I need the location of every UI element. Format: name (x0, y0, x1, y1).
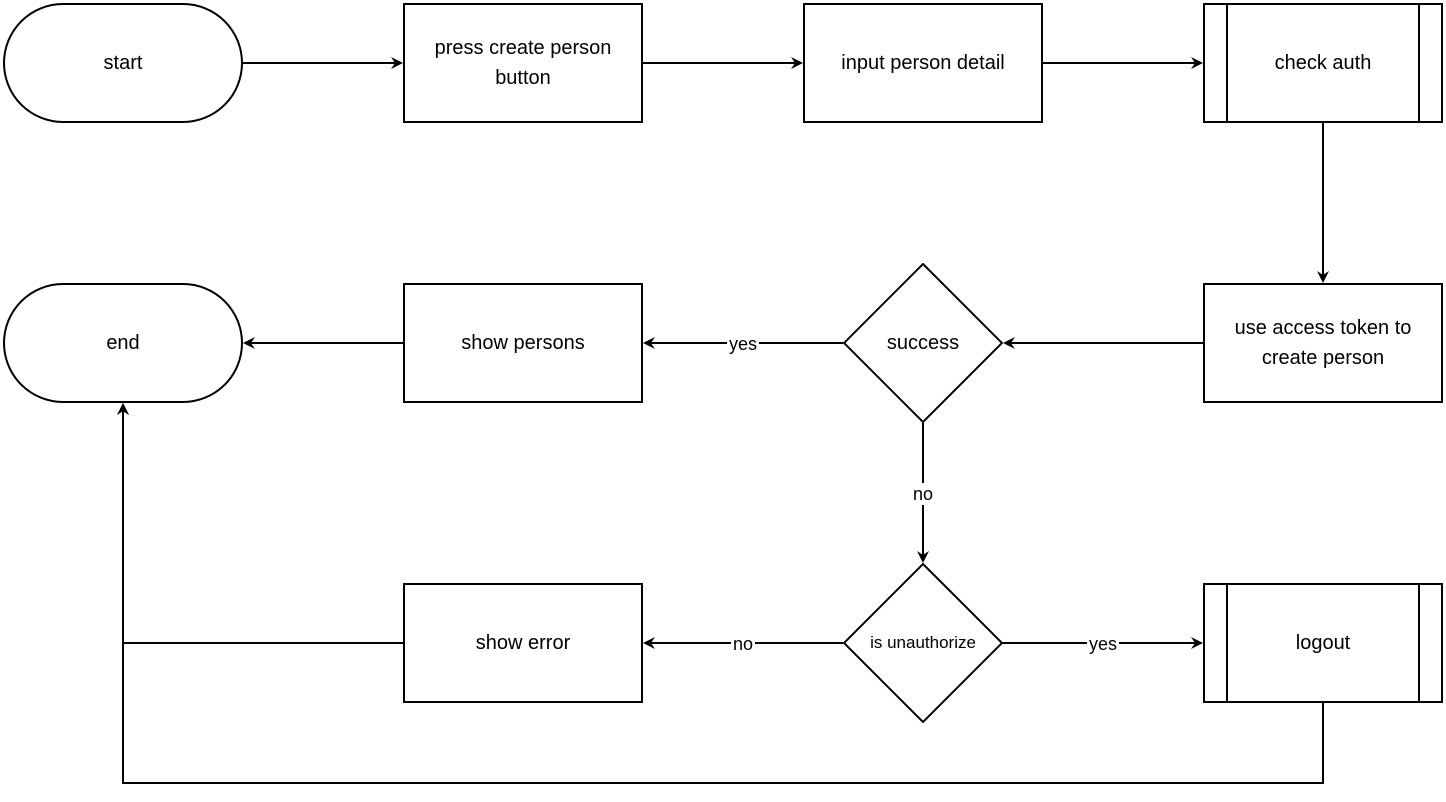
check-auth-subprocess: check auth (1203, 3, 1443, 123)
show-persons-process: show persons (403, 283, 643, 403)
edge-error-to-end (117, 403, 403, 644)
edge-logout-to-end (117, 403, 1324, 784)
end-terminal: end (3, 283, 243, 403)
success-label: success (886, 331, 960, 354)
logout-subprocess: logout (1203, 583, 1443, 703)
edge-label-unauth-yes: yes (1086, 633, 1120, 655)
edge-label-success-no: no (910, 483, 936, 505)
subprocess-right-bar (1418, 5, 1420, 121)
subprocess-left-bar (1226, 5, 1228, 121)
press-create-person-process: press create person button (403, 3, 643, 123)
check-auth-label: check auth (1274, 52, 1372, 74)
start-terminal: start (3, 3, 243, 123)
edge-label-success-yes: yes (726, 333, 760, 355)
use-access-token-process: use access token to create person (1203, 283, 1443, 403)
subprocess-left-bar (1226, 585, 1228, 701)
input-person-detail-process: input person detail (803, 3, 1043, 123)
show-error-process: show error (403, 583, 643, 703)
is-unauthorize-label: is unauthorize (870, 633, 976, 652)
is-unauthorize-decision: is unauthorize (843, 563, 1003, 723)
logout-label: logout (1295, 632, 1351, 654)
subprocess-right-bar (1418, 585, 1420, 701)
edge-label-unauth-no: no (730, 633, 756, 655)
success-decision: success (843, 263, 1003, 423)
